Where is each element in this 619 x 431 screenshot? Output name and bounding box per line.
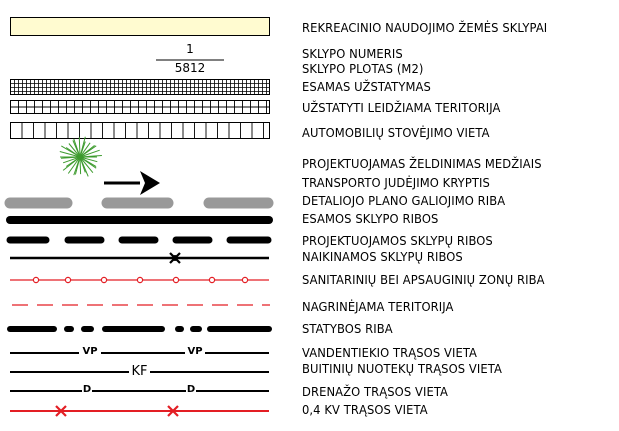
legend-label-removed-boundaries: NAIKINAMOS SKLYPŲ RIBOS <box>302 249 463 264</box>
legend-label-building-limit: STATYBOS RIBA <box>302 321 393 336</box>
legend-label-examined-territory: NAGRINĖJAMA TERITORIJA <box>302 299 454 314</box>
legend-label-plot-number: SKLYPO NUMERIS <box>302 46 403 61</box>
legend-label-existing-boundaries: ESAMOS SKLYPO RIBOS <box>302 211 439 226</box>
legend-label-power-line: 0,4 KV TRĄSOS VIETA <box>302 402 428 417</box>
removed-boundary-line <box>10 252 269 264</box>
legend-label-tree-planting: PROJEKTUOJAMAS ŽELDINIMAS MEDŽIAIS <box>302 156 542 171</box>
tree-icon <box>59 136 102 177</box>
parking-swatch <box>10 122 270 139</box>
drainage-code-2: D <box>186 384 196 395</box>
sanitary-zone-line <box>10 276 269 284</box>
water-code-2: VP <box>187 346 203 357</box>
legend-label-sewer-line: BUITINIŲ NUOTEKŲ TRĄSOS VIETA <box>302 361 502 376</box>
existing-building-swatch <box>10 79 270 95</box>
legend-label-drainage-line: DRENAŽO TRĄSOS VIETA <box>302 384 449 399</box>
legend-label-sanitary-zones: SANITARINIŲ BEI APSAUGINIŲ ZONŲ RIBA <box>302 272 545 287</box>
sewer-code: KF <box>131 364 148 379</box>
legend-label-projected-boundaries: PROJEKTUOJAMOS SKLYPŲ RIBOS <box>302 233 493 248</box>
allowed-building-swatch <box>10 100 270 114</box>
power-line <box>10 405 269 417</box>
legend-label-allowed-area: UŽSTATYTI LEIDŽIAMA TERITORIJA <box>302 100 501 115</box>
legend-label-parking: AUTOMOBILIŲ STOVĖJIMO VIETA <box>302 125 490 140</box>
legend-label-water-line: VANDENTIEKIO TRĄSOS VIETA <box>302 345 478 360</box>
legend-label-existing-buildings: ESAMAS UŽSTATYMAS <box>302 79 431 94</box>
water-code-1: VP <box>82 346 98 357</box>
plot-area-value: 5812 <box>174 61 206 75</box>
transport-arrow-icon <box>104 171 160 195</box>
legend-label-recreational-plots: REKREACINIO NAUDOJIMO ŽEMĖS SKLYPAI <box>302 20 548 35</box>
legend-label-plan-boundary: DETALIOJO PLANO GALIOJIMO RIBA <box>302 193 506 208</box>
legend-label-plot-area: SKLYPO PLOTAS (M2) <box>302 61 424 76</box>
legend-label-transport-direction: TRANSPORTO JUDĖJIMO KRYPTIS <box>302 175 490 190</box>
recreational-plot-swatch <box>10 17 270 36</box>
drainage-code-1: D <box>82 384 92 395</box>
plot-number-value: 1 <box>186 42 194 56</box>
